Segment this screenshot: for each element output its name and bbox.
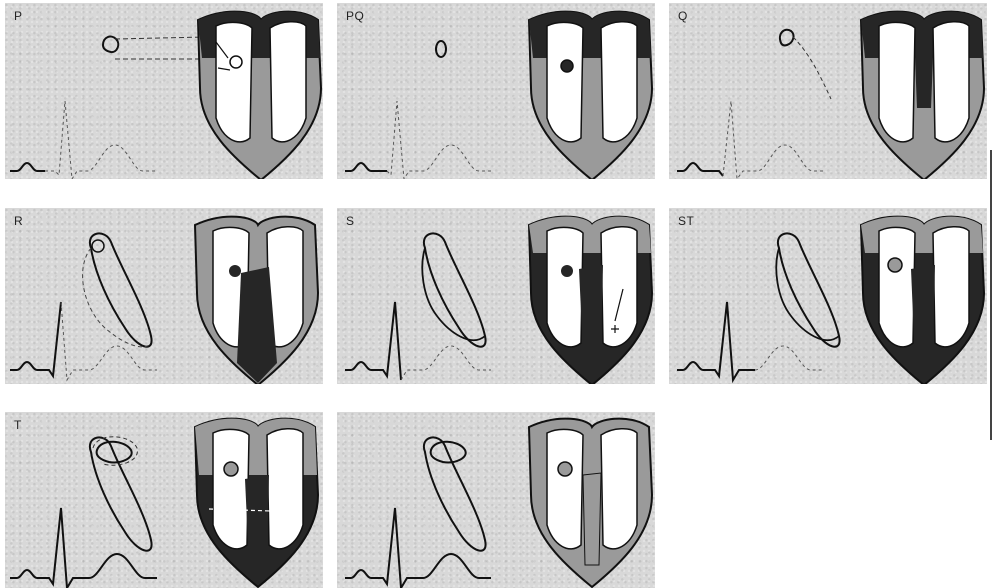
av-node [558, 462, 572, 476]
panel-r-drawing [5, 208, 323, 384]
panel-label: T [14, 418, 22, 432]
ecg-trace [10, 163, 45, 171]
panel-label: S [346, 214, 355, 228]
ecg-trace [10, 302, 61, 376]
right-chamber [933, 227, 969, 347]
panel-label: Q [678, 9, 688, 23]
vector-loop [436, 41, 446, 57]
vector-loop-pending [83, 248, 151, 347]
septum-depolarized [579, 265, 603, 353]
septum-depolarized [911, 265, 935, 363]
ecg-trace [677, 302, 755, 380]
ecg-trace [345, 163, 387, 171]
ecg-trace [10, 508, 157, 588]
panel-pq: PQ [337, 3, 655, 179]
septum-depolarized [245, 475, 269, 565]
panel-t-drawing [5, 412, 323, 588]
panel-st-drawing [669, 208, 987, 384]
panel-label: R [14, 214, 23, 228]
right-chamber [933, 22, 969, 142]
panel-s-drawing [337, 208, 655, 384]
right-chamber [601, 429, 637, 549]
left-chamber [879, 22, 915, 142]
left-chamber [216, 22, 252, 142]
panel-recovery-drawing [337, 412, 655, 588]
sa-node [230, 56, 242, 68]
panel-st: ST [669, 208, 987, 384]
vector-loop-path [793, 37, 831, 99]
panel-label: P [14, 9, 23, 23]
ecg-trace-upcoming [45, 101, 155, 179]
panel-q-drawing [669, 3, 987, 179]
page-edge-line [990, 150, 992, 440]
heart-diagram [198, 12, 321, 179]
ecg-trace-upcoming [401, 346, 491, 380]
left-chamber [879, 227, 915, 347]
left-chamber [547, 227, 583, 347]
av-node [561, 265, 573, 277]
left-chamber [213, 429, 249, 549]
right-chamber [601, 22, 637, 142]
panel-label: PQ [346, 9, 364, 23]
heart-diagram [529, 12, 652, 179]
heart-diagram [529, 217, 652, 384]
ecg-trace-upcoming [755, 346, 823, 370]
panel-p: P [5, 3, 323, 179]
panel-t: T [5, 412, 323, 588]
panel-s: S [337, 208, 655, 384]
vector-loop [424, 437, 486, 550]
av-node [229, 265, 241, 277]
panel-p-drawing [5, 3, 323, 179]
panel-q: Q [669, 3, 987, 179]
heart-diagram [861, 217, 984, 384]
left-chamber [547, 429, 583, 549]
heart-diagram [529, 419, 652, 587]
vector-origin [92, 240, 104, 252]
panel-recovery [337, 412, 655, 588]
panel-pq-drawing [337, 3, 655, 179]
av-node [224, 462, 238, 476]
vector-loop [780, 30, 794, 46]
septum [583, 473, 601, 565]
av-node [561, 60, 573, 72]
ecg-trace-upcoming [61, 302, 157, 380]
vector-loop [90, 437, 152, 550]
panel-r: R [5, 208, 323, 384]
ecg-trace [677, 163, 723, 176]
av-node [888, 258, 902, 272]
vector-loop [778, 233, 840, 346]
ecg-trace-upcoming [723, 101, 825, 179]
septum-depolarized [915, 58, 933, 108]
right-chamber [267, 429, 303, 549]
ecg-trace [345, 302, 401, 380]
vector-loop [90, 233, 152, 346]
projection-lines [115, 37, 210, 59]
heart-diagram [195, 419, 318, 587]
right-chamber [270, 22, 306, 142]
ecg-trace [345, 508, 491, 588]
panel-label: ST [678, 214, 694, 228]
ecg-trace-upcoming [387, 101, 491, 179]
heart-diagram [861, 12, 984, 179]
heart-diagram [195, 217, 318, 384]
left-chamber [547, 22, 583, 142]
vector-loop [424, 233, 486, 346]
